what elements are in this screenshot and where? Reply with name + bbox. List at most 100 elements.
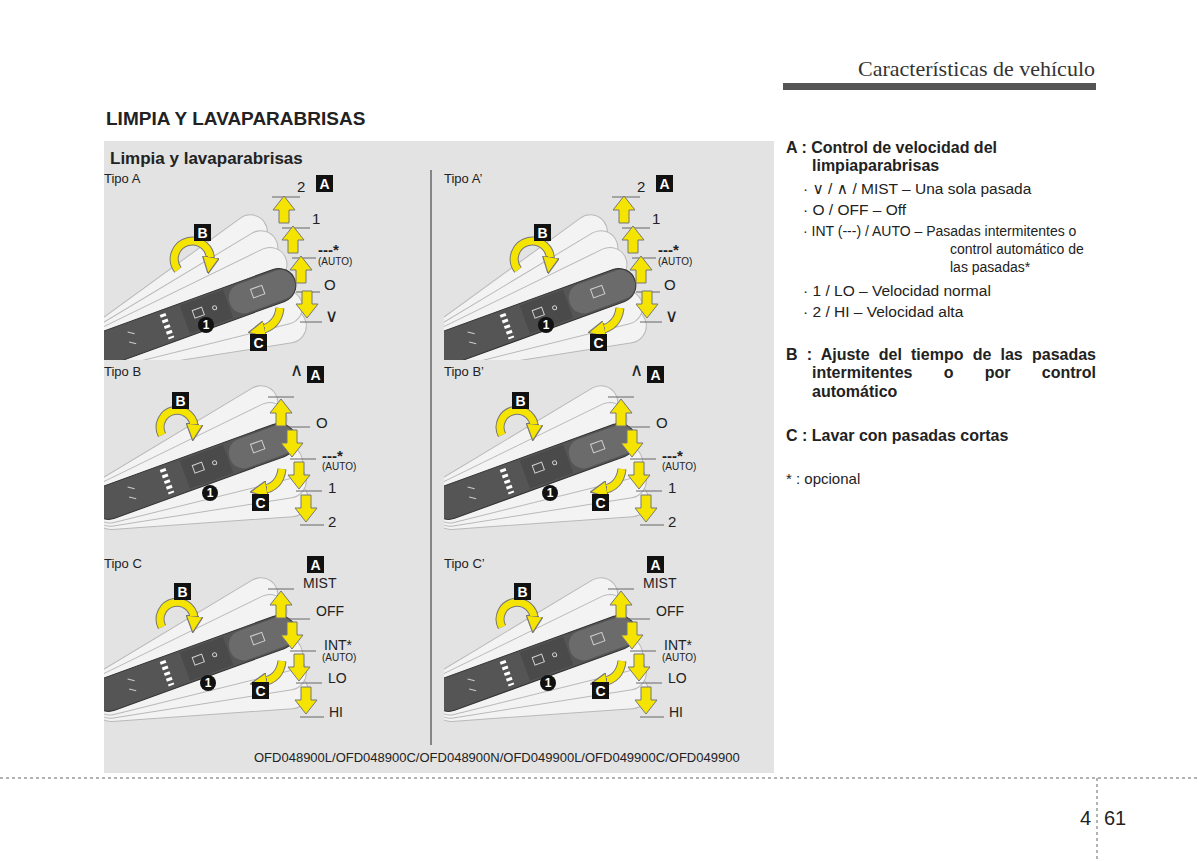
wiper-stalk-illustration xyxy=(80,196,322,374)
letter-box: A xyxy=(316,175,333,192)
wiper-stalk-illustration xyxy=(420,196,662,374)
callout-text: A xyxy=(650,558,660,572)
switch-position: HI xyxy=(669,704,683,720)
letter-box: C xyxy=(252,494,269,511)
description-text: * : opcional xyxy=(786,470,860,487)
letter-box: C xyxy=(592,494,609,511)
callout-text: 1 xyxy=(543,319,550,331)
running-header: Características de vehículo xyxy=(760,56,1095,81)
switch-position: (AUTO) xyxy=(662,652,696,664)
callout-text: A xyxy=(319,177,329,191)
switch-position: (AUTO) xyxy=(322,461,356,473)
callout-text: A xyxy=(310,558,320,572)
switch-position: (AUTO) xyxy=(662,461,696,473)
description-text: A : Control de velocidad del limpiaparab… xyxy=(786,139,1098,176)
callout-number: 1 xyxy=(202,485,218,501)
switch-position: ∨ xyxy=(665,306,678,327)
page-rule xyxy=(1097,778,1098,861)
letter-box: C xyxy=(250,334,267,351)
callout-number: 1 xyxy=(198,317,214,333)
switch-position: LO xyxy=(328,670,347,686)
description-text: · 2 / HI – Velocidad alta xyxy=(803,303,963,321)
switch-position: (AUTO) xyxy=(322,652,356,664)
switch-position: 2 xyxy=(668,513,676,530)
wiper-stalk-illustration xyxy=(422,571,664,722)
switch-position: 1 xyxy=(668,479,676,496)
letter-box: B xyxy=(174,583,191,600)
callout-number: 1 xyxy=(540,675,556,691)
switch-position: 1 xyxy=(652,210,660,227)
type-label: Tipo A xyxy=(104,172,140,187)
callout-text: C xyxy=(255,496,265,510)
type-label: Tipo A’ xyxy=(444,172,482,187)
callout-text: 1 xyxy=(203,319,210,331)
description-text: · INT (---) / AUTO – Pasadas intermitent… xyxy=(803,222,1100,277)
callout-text: C xyxy=(595,684,605,698)
switch-position: ∧ xyxy=(630,360,643,381)
description-text: · 1 / LO – Velocidad normal xyxy=(803,282,991,300)
page-rule xyxy=(0,778,1200,779)
callout-text: C xyxy=(595,496,605,510)
letter-box: C xyxy=(590,334,607,351)
callout-number: 1 xyxy=(538,317,554,333)
description-text: · O / OFF – Off xyxy=(803,201,906,219)
callout-text: 1 xyxy=(207,487,214,499)
type-label: Tipo C’ xyxy=(444,557,485,572)
type-label: Tipo B xyxy=(104,365,141,380)
letter-box: B xyxy=(512,392,529,409)
letter-box: A xyxy=(647,366,664,383)
switch-position: 1 xyxy=(312,210,320,227)
callout-number: 1 xyxy=(200,675,216,691)
switch-position: (AUTO) xyxy=(658,256,692,268)
panel-heading: Limpia y lavaparabrisas xyxy=(104,141,303,169)
switch-position: O xyxy=(656,414,668,431)
page-number: 61 xyxy=(1104,807,1126,830)
letter-box: B xyxy=(534,224,551,241)
switch-position: HI xyxy=(329,704,343,720)
letter-box: A xyxy=(307,556,324,573)
callout-text: 1 xyxy=(545,677,552,689)
switch-position: MIST xyxy=(643,575,676,591)
callout-text: C xyxy=(593,336,603,350)
description-text: · ∨ / ∧ / MIST – Una sola pasada xyxy=(803,180,1031,198)
switch-position: OFF xyxy=(316,603,344,619)
type-label: Tipo C xyxy=(104,557,142,572)
switch-position: 2 xyxy=(637,178,645,195)
description-text: B : Ajuste del tiempo de las pasadas int… xyxy=(786,346,1096,401)
letter-box: B xyxy=(172,392,189,409)
letter-box: C xyxy=(252,682,269,699)
switch-position: INT* xyxy=(664,637,692,653)
callout-text: B xyxy=(537,226,547,240)
callout-text: B xyxy=(197,226,207,240)
letter-box: B xyxy=(514,583,531,600)
wiper-stalk-illustration xyxy=(82,379,324,530)
switch-position: O xyxy=(316,414,328,431)
switch-position: ---* xyxy=(318,241,339,258)
callout-text: 1 xyxy=(205,677,212,689)
page-number: 4 xyxy=(1080,807,1091,830)
type-label: Tipo B’ xyxy=(444,365,484,380)
callout-number: 1 xyxy=(542,485,558,501)
letter-box: A xyxy=(656,175,673,192)
letter-box: A xyxy=(647,556,664,573)
callout-text: C xyxy=(253,336,263,350)
switch-position: O xyxy=(324,276,336,293)
figure-code: OFD048900L/OFD048900C/OFD048900N/OFD0499… xyxy=(254,751,740,766)
page-title: LIMPIA Y LAVAPARABRISAS xyxy=(106,108,365,130)
letter-box: C xyxy=(592,682,609,699)
switch-position: 1 xyxy=(328,479,336,496)
switch-position: 2 xyxy=(328,513,336,530)
switch-position: ∧ xyxy=(290,360,303,381)
callout-text: 1 xyxy=(547,487,554,499)
callout-text: A xyxy=(659,177,669,191)
switch-position: ∨ xyxy=(325,306,338,327)
callout-text: B xyxy=(177,585,187,599)
description-text: C : Lavar con pasadas cortas xyxy=(786,427,1008,445)
switch-position: MIST xyxy=(303,575,336,591)
switch-position: OFF xyxy=(656,603,684,619)
switch-position: INT* xyxy=(324,637,352,653)
switch-position: ---* xyxy=(658,241,679,258)
callout-text: A xyxy=(310,368,320,382)
callout-text: C xyxy=(255,684,265,698)
